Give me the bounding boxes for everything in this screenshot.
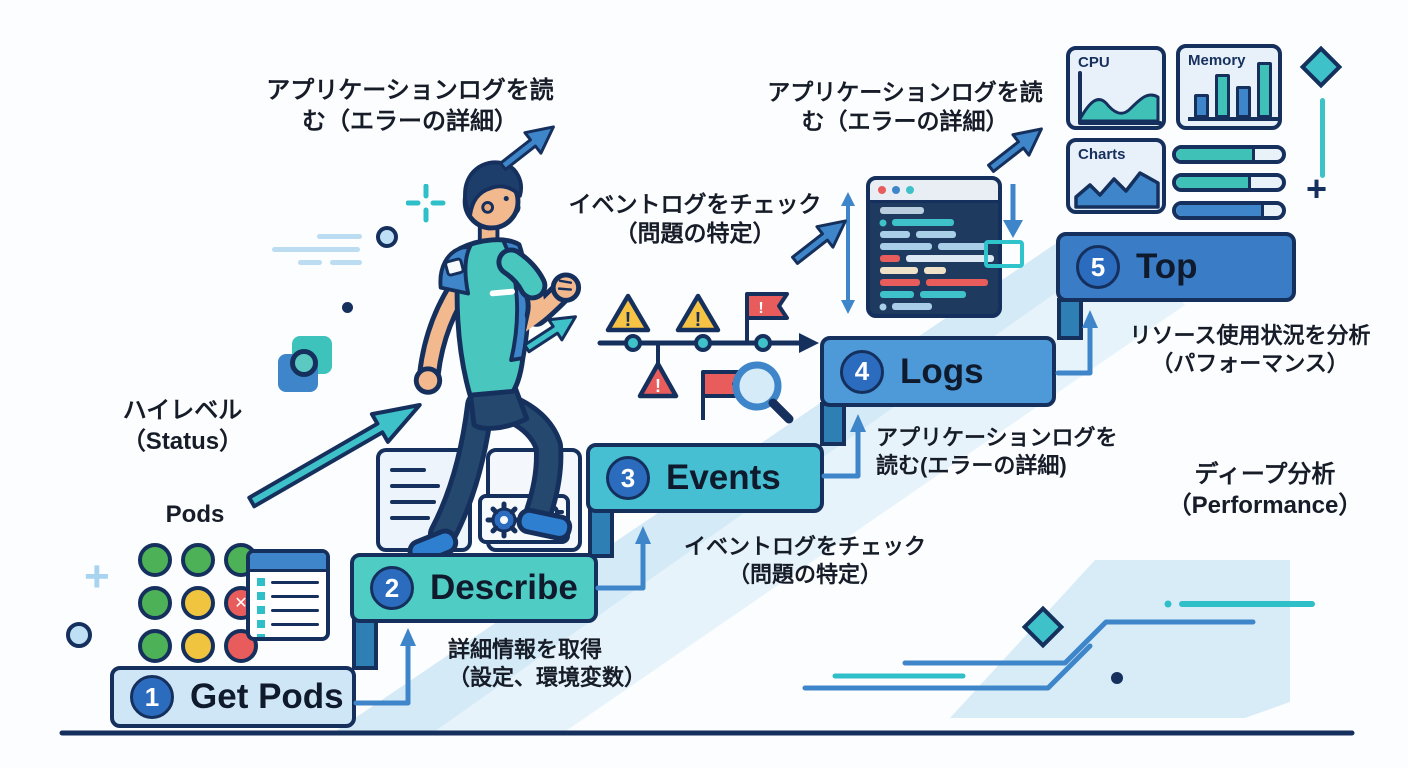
step-label: Describe	[430, 568, 578, 607]
down-arrow-icon	[1003, 184, 1023, 238]
step-number-badge: 5	[1076, 245, 1120, 289]
svg-text:!: !	[625, 309, 632, 331]
timeline-arrowhead	[799, 333, 819, 353]
progress-bar	[1172, 145, 1286, 164]
callout-deep-analysis: ディープ分析 （Performance）	[1167, 461, 1363, 519]
pod-status-dot-green	[181, 543, 215, 577]
svg-text:!: !	[758, 300, 763, 317]
warning-triangle-icon: !	[675, 293, 721, 333]
svg-text:!: !	[655, 376, 661, 396]
blue-dot-icon	[892, 186, 900, 194]
step-banner-describe: 2 Describe	[350, 553, 598, 623]
up-right-arrow-icon	[987, 127, 1043, 173]
ring-decoration	[290, 349, 318, 377]
step-number-badge: 4	[840, 349, 884, 394]
step-banner-events: 3 Events	[586, 443, 824, 513]
memory-chart-label: Memory	[1188, 52, 1246, 69]
error-triangle-icon: !	[637, 361, 679, 399]
step-number-badge: 1	[130, 675, 174, 719]
charts-area-chart	[1074, 171, 1160, 209]
svg-text:!: !	[695, 309, 702, 331]
timeline-dot	[624, 334, 642, 352]
up-right-arrow-icon	[499, 125, 555, 171]
pods-label: Pods	[165, 501, 225, 528]
pod-list-icon	[246, 549, 330, 641]
navy-dot	[1111, 672, 1123, 684]
memory-bar	[1257, 62, 1272, 118]
annotation-top: リソース使用状況を分析 （パフォーマンス）	[1129, 323, 1371, 377]
charts-card-label: Charts	[1078, 146, 1126, 163]
magnifier-icon	[732, 361, 794, 424]
timeline-dot	[754, 334, 772, 352]
diamond-decoration	[1299, 45, 1343, 89]
plus-decoration-right: +	[1306, 168, 1328, 209]
pod-status-dot-green	[138, 629, 172, 663]
list-card-header	[250, 553, 326, 572]
log-terminal-window	[866, 176, 1002, 318]
annotation-describe: 詳細情報を取得 （設定、環境変数）	[448, 637, 647, 691]
cpu-area-chart	[1078, 71, 1162, 125]
diamond-decoration-bottom	[1021, 605, 1065, 649]
teal-dot-icon	[906, 186, 914, 194]
timeline-dot	[694, 334, 712, 352]
circuit-line-upper	[902, 619, 1256, 666]
step-label: Top	[1136, 247, 1198, 286]
step-banner-logs: 4 Logs	[820, 336, 1056, 407]
step-banner-get-pods: 1 Get Pods	[110, 666, 356, 728]
annotation-events: イベントログをチェック （問題の特定）	[683, 534, 926, 588]
charts-card: Charts	[1066, 138, 1166, 214]
cpu-chart-card: CPU	[1066, 46, 1166, 130]
step-label: Get Pods	[190, 677, 344, 716]
memory-bar-chart	[1194, 62, 1272, 118]
red-flag-icon: !	[745, 292, 789, 320]
teal-dot	[1164, 600, 1172, 608]
callout-top-middle: イベントログをチェック （問題の特定）	[568, 191, 822, 247]
pod-status-dot-green	[138, 586, 172, 620]
callout-top-right: アプリケーションログを読 む（エラーの詳細）	[767, 79, 1043, 135]
circuit-line-lower	[802, 643, 1093, 691]
warning-triangle-icon: !	[605, 293, 651, 333]
progress-bar	[1172, 201, 1286, 220]
callout-top-left: アプリケーションログを読 む（エラーの詳細）	[266, 77, 554, 135]
teal-vline-decoration	[1320, 98, 1325, 178]
terminal-titlebar	[870, 180, 998, 203]
corner-polygon	[950, 560, 1290, 718]
pod-status-dot-yellow	[181, 629, 215, 663]
memory-bar	[1215, 74, 1230, 118]
circle-decoration-left	[66, 622, 92, 648]
memory-bar	[1194, 94, 1209, 118]
step-number-badge: 3	[606, 456, 650, 500]
callout-high-level: ハイレベル （Status）	[121, 397, 244, 455]
cpu-chart-label: CPU	[1078, 54, 1110, 71]
pod-status-dot-yellow	[181, 586, 215, 620]
red-dot-icon	[878, 186, 886, 194]
event-timeline: ! ! ! !	[597, 292, 819, 424]
stair-column-1	[352, 618, 378, 670]
step-label: Logs	[900, 351, 984, 391]
sparkle-cross-icon	[406, 184, 446, 223]
stair-column-4	[1057, 298, 1083, 340]
step-number-badge: 2	[370, 566, 414, 610]
highlight-box-icon	[984, 240, 1024, 268]
step-banner-top: 5 Top	[1056, 232, 1296, 302]
pod-status-dot-green	[138, 543, 172, 577]
step-label: Events	[666, 458, 781, 497]
pods-grid: ✕	[138, 543, 258, 663]
plus-decoration-left: +	[84, 552, 110, 601]
progress-bar	[1172, 173, 1286, 192]
memory-chart-card: Memory	[1176, 44, 1282, 130]
terminal-log-lines	[879, 207, 994, 311]
progress-bars	[1172, 145, 1286, 229]
annotation-logs: アプリケーションログを 読む(エラーの詳細)	[876, 425, 1118, 479]
memory-bar	[1236, 86, 1251, 118]
navy-dot-decoration	[342, 302, 353, 313]
